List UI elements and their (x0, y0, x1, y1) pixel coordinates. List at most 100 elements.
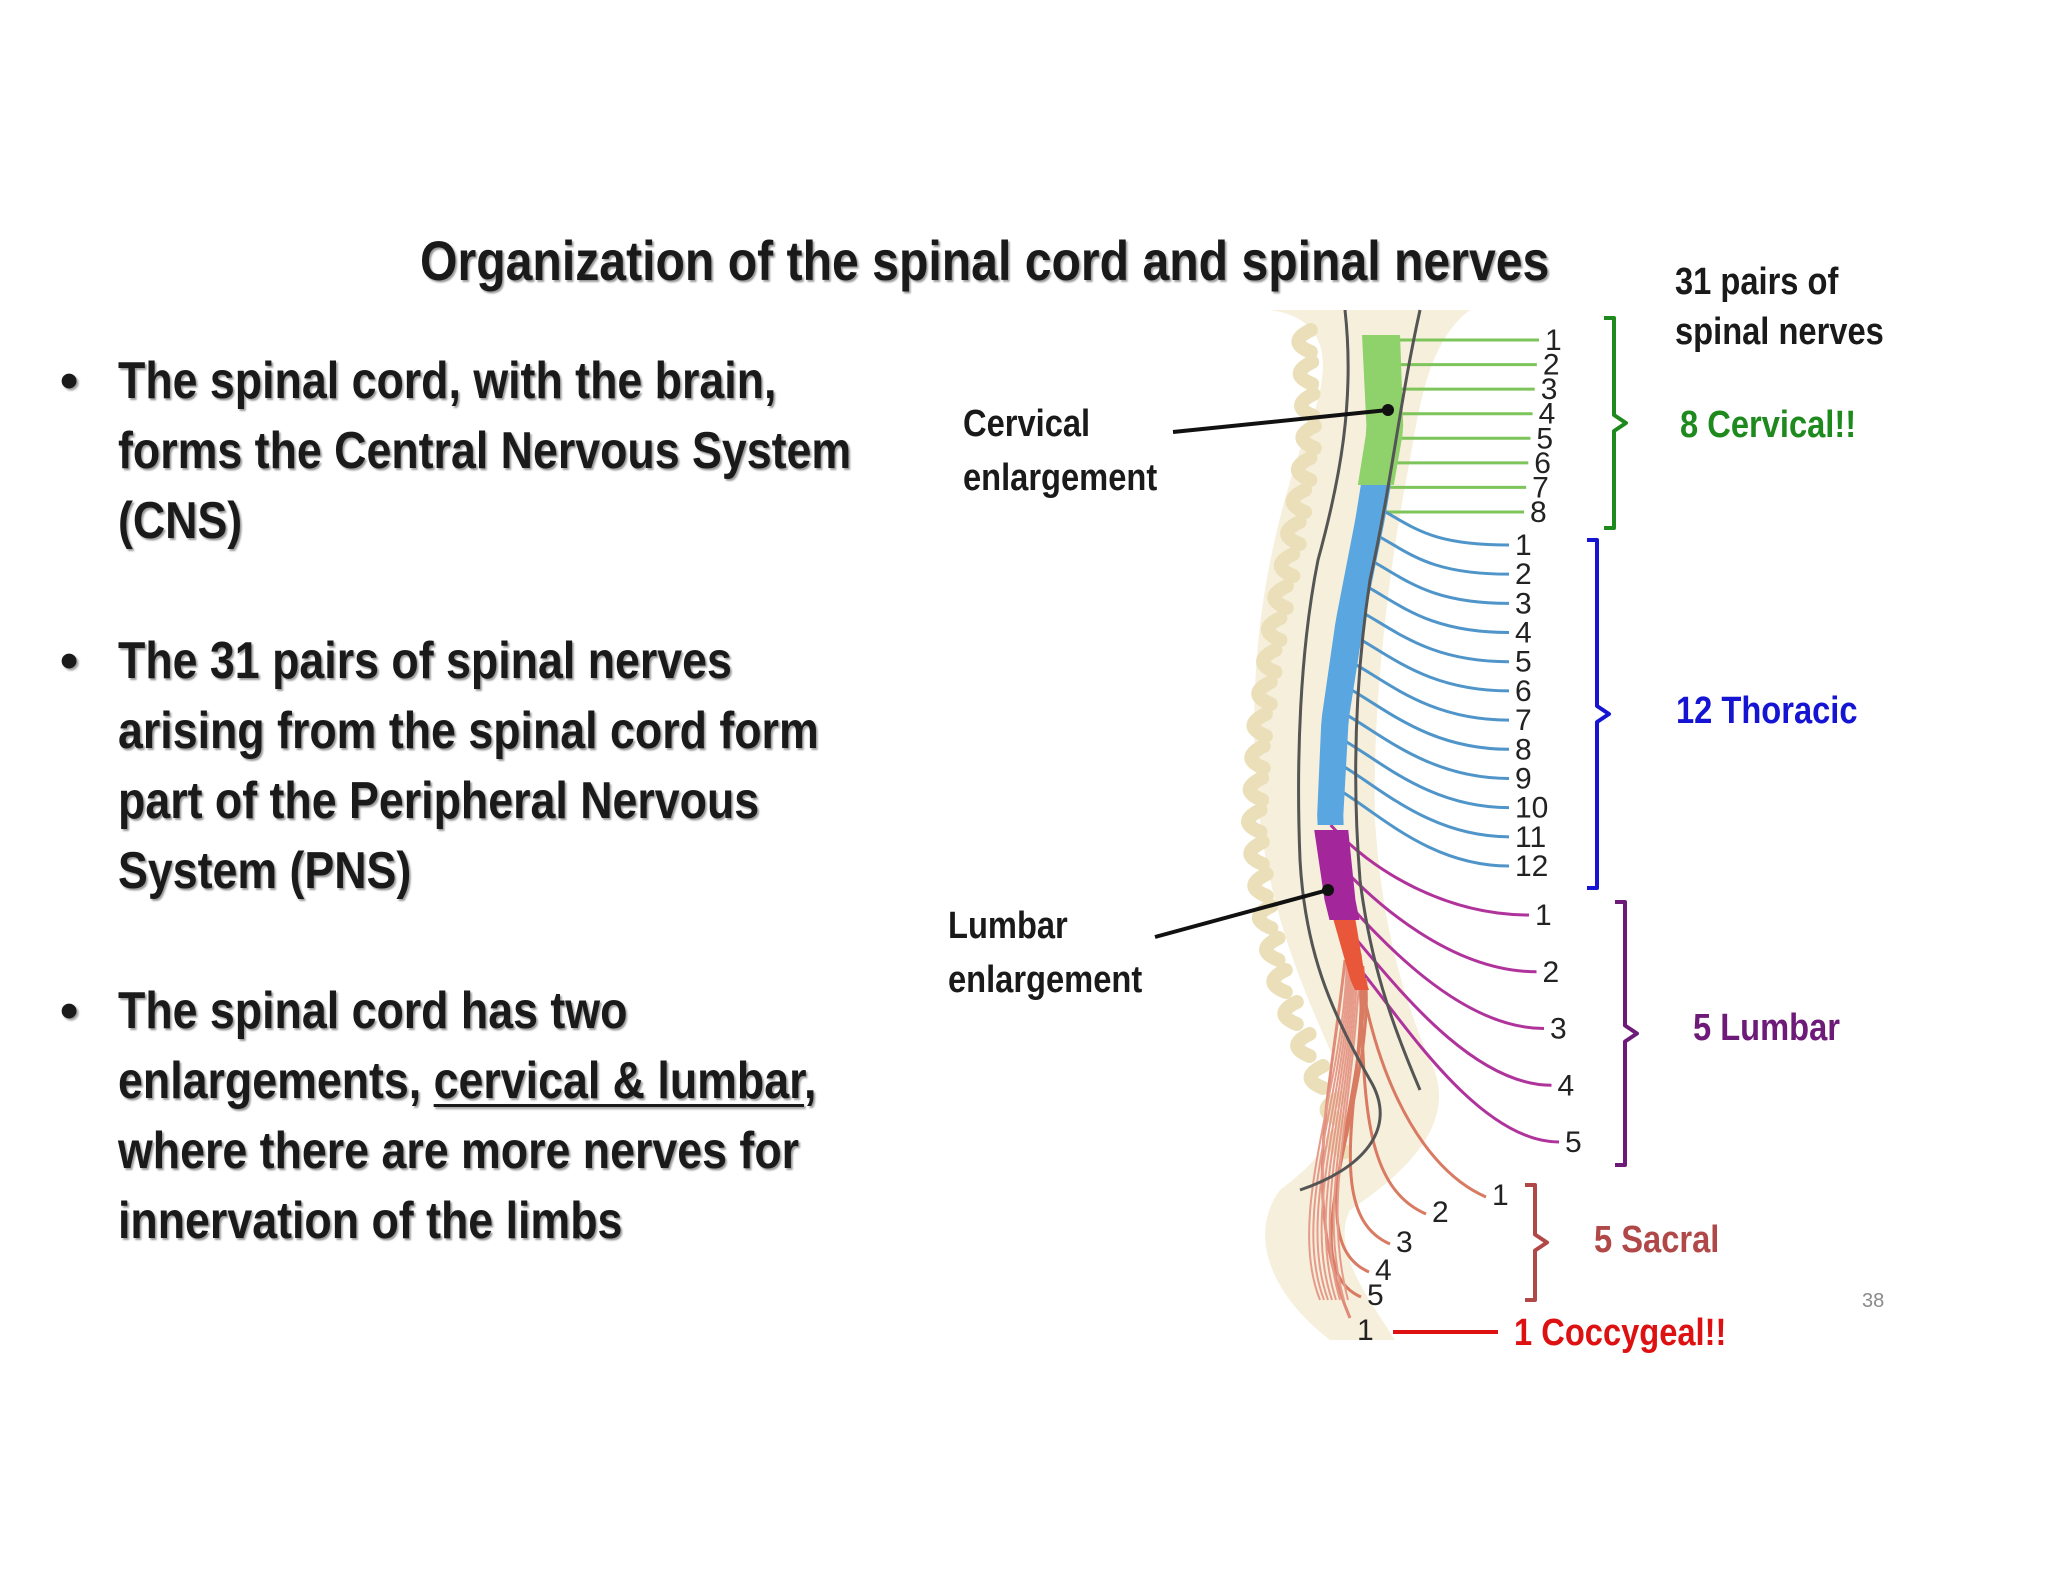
bullet-dot: • (60, 982, 79, 1040)
sacral-nerve-number: 2 (1432, 1196, 1449, 1229)
bullet-dot: • (60, 632, 79, 690)
total-pairs-label: 31 pairs of (1675, 260, 1839, 303)
thoracic-nerve-number: 6 (1515, 675, 1532, 708)
vertebra-process (1291, 323, 1318, 359)
vertebra-process (1294, 387, 1321, 423)
sacral-bracket (1525, 1183, 1549, 1302)
thoracic-nerve (1335, 708, 1510, 780)
cervical-nerve-number: 8 (1530, 496, 1547, 529)
bullet-line: enlargements, cervical & lumbar, (118, 1046, 978, 1116)
conus-segment (1333, 920, 1369, 990)
lumbar-pointer-dot (1322, 884, 1334, 896)
lumbar-nerve-number: 2 (1543, 956, 1560, 989)
bullet-line: innervation of the limbs (118, 1192, 623, 1250)
vertebra-process (1280, 515, 1307, 551)
total-pairs-label: spinal nerves (1675, 310, 1884, 353)
vertebra-process (1241, 803, 1268, 839)
cervical-nerve-number: 1 (1545, 324, 1562, 357)
vertebra-process (1277, 995, 1304, 1031)
cervical-nerve-number: 5 (1536, 422, 1553, 455)
lumbar-nerve-number: 5 (1565, 1126, 1582, 1159)
vertebra-process (1259, 931, 1286, 967)
bullet-line: where there are more nerves for (118, 1122, 800, 1180)
lumbar-nerve (1352, 961, 1560, 1144)
lumbar-enlargement-label: enlargement (948, 958, 1142, 1001)
thoracic-nerve-number: 3 (1515, 587, 1532, 620)
bullet-line: The spinal cord has two (118, 982, 628, 1040)
lumbar-group-label: 5 Lumbar (1693, 1006, 1840, 1049)
bullet-cns: • The spinal cord, with the brain, forms… (60, 346, 960, 556)
vertebra-process (1261, 611, 1288, 647)
bullet-text: , (804, 1052, 817, 1110)
thoracic-nerve (1333, 733, 1510, 810)
cervical-pointer-dot (1382, 404, 1394, 416)
cervical-nerve-number: 4 (1539, 398, 1556, 431)
page-number: 38 (1862, 1290, 1885, 1312)
bullet-enlargements: • The spinal cord has two enlargements, … (60, 976, 960, 1256)
cauda-equina-strand (1328, 949, 1357, 1301)
cauda-equina-strand (1324, 939, 1355, 1301)
lumbar-nerve (1345, 926, 1552, 1087)
cauda-equina-strand (1336, 969, 1361, 1301)
bullet-line: (CNS) (118, 492, 243, 550)
thoracic-group-label: 12 Thoracic (1676, 689, 1858, 732)
vertebra-process (1266, 963, 1293, 999)
thoracic-nerve-number: 4 (1515, 617, 1532, 650)
sacral-nerve (1348, 953, 1391, 1246)
thoracic-nerve-number: 2 (1515, 558, 1532, 591)
canal-outline-right (1354, 309, 1422, 1091)
lumbar-cord-segment (1314, 830, 1360, 920)
bullet-line: part of the Peripheral Nervous (118, 772, 760, 830)
vertebra-process (1243, 835, 1270, 871)
bullet-dot: • (60, 352, 79, 410)
vertebrae-layer (1241, 310, 1470, 1340)
vertebra-process (1273, 547, 1301, 583)
cervical-nerve-number: 6 (1534, 447, 1551, 480)
sacral-group-label: 5 Sacral (1594, 1218, 1719, 1261)
cervical-enlargement-label: Cervical (963, 402, 1090, 445)
vertebra-process (1251, 675, 1278, 711)
thoracic-nerve-number: 12 (1515, 850, 1548, 883)
vertebra-process (1246, 707, 1273, 743)
thoracic-nerve-number: 11 (1515, 821, 1546, 854)
nerves-layer (1308, 338, 1560, 1319)
cervical-nerve-number: 7 (1532, 471, 1549, 504)
bullet-line: forms the Central Nervous System (118, 422, 852, 480)
cervical-nerve-number: 2 (1543, 349, 1560, 382)
vertebra-process (1285, 483, 1312, 519)
vertebra-process (1242, 771, 1270, 807)
cervical-bracket (1604, 316, 1628, 530)
sacral-nerve-number: 5 (1367, 1279, 1384, 1312)
lumbar-nerve-number: 3 (1550, 1013, 1567, 1046)
lumbar-pointer-line (1154, 888, 1329, 939)
vertebra-process (1303, 1059, 1330, 1095)
thoracic-nerve-number: 1 (1515, 529, 1532, 562)
bullet-pns: • The 31 pairs of spinal nerves arising … (60, 626, 960, 906)
cervical-pointer-line (1172, 408, 1389, 434)
canal-outline-left (1297, 309, 1382, 1192)
vertebra-process (1244, 739, 1271, 775)
bullet-line: arising from the spinal cord form (118, 702, 819, 760)
cervical-group-label: 8 Cervical!! (1680, 403, 1856, 446)
vertebra-process (1292, 355, 1320, 391)
slide-title: Organization of the spinal cord and spin… (420, 229, 1550, 292)
thoracic-nerve-number: 9 (1515, 762, 1532, 795)
cervical-enlargement-label: enlargement (963, 456, 1157, 499)
spinal-cord-layer (1297, 309, 1422, 1192)
coccygeal-nerve-number: 1 (1357, 1314, 1374, 1347)
coccygeal-group-label: 1 Coccygeal!! (1514, 1311, 1726, 1354)
bullet-list: • The spinal cord, with the brain, forms… (60, 346, 960, 1326)
vertebra-process (1295, 419, 1322, 455)
bullet-text: enlargements, (118, 1052, 434, 1110)
lumbar-bracket (1615, 900, 1639, 1167)
lumbar-nerve-number: 1 (1535, 899, 1552, 932)
bullet-line: The spinal cord, with the brain, (118, 352, 777, 410)
vertebra-process (1256, 643, 1283, 679)
thoracic-nerve-number: 7 (1515, 704, 1532, 737)
sacral-nerve-number: 3 (1396, 1226, 1413, 1259)
thoracic-nerve (1362, 554, 1510, 605)
cauda-equina-strand (1316, 919, 1351, 1301)
thoracic-nerve (1331, 784, 1510, 868)
